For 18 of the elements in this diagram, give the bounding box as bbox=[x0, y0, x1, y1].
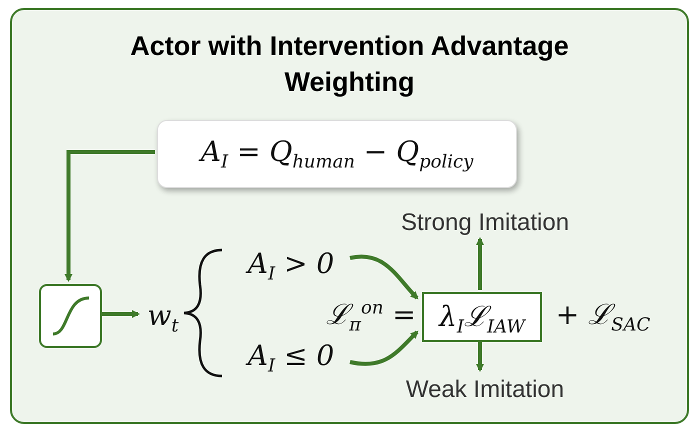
arrow bbox=[350, 254, 418, 300]
arrow bbox=[64, 150, 155, 282]
sigmoid-box bbox=[39, 284, 102, 348]
condition-text: A$_{I}$ ≤ 0 bbox=[232, 338, 350, 378]
loss-term-box: λ$_{I}$ℒ$_{IAW}$ bbox=[422, 292, 542, 342]
panel bbox=[10, 8, 689, 424]
arrow bbox=[476, 237, 484, 290]
formula-text: + ℒ$_{SAC}$ bbox=[554, 297, 652, 338]
formula-box: A$_{I}$ = Q$_{human}$ − Q$_{policy}$ bbox=[157, 120, 517, 188]
arrow bbox=[100, 310, 140, 318]
weight-symbol: w$_{t}$ bbox=[142, 298, 184, 338]
arrow bbox=[476, 340, 484, 372]
formula-text: ℒ$_{π}$$^{on}$ = bbox=[325, 296, 417, 338]
caption-text: Strong Imitation bbox=[380, 207, 590, 239]
arrow bbox=[350, 330, 418, 366]
condition-text: A$_{I}$ > 0 bbox=[232, 246, 350, 286]
title: Actor with Intervention Advantage Weighting bbox=[129, 30, 570, 99]
caption-text: Weak Imitation bbox=[380, 374, 590, 406]
